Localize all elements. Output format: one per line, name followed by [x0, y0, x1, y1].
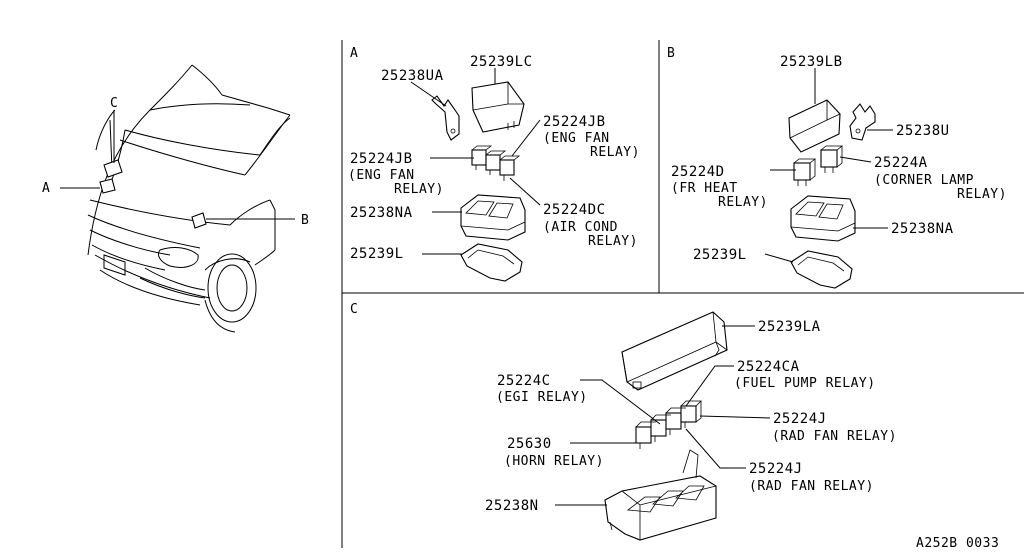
label-b-relay-right-l2: RELAY)	[957, 187, 1007, 202]
panel-b-leaders	[764, 68, 893, 263]
panel-b: B	[667, 46, 1007, 289]
label-b-cover: 25239LB	[780, 54, 843, 70]
bracket-part	[431, 95, 460, 141]
label-a-relay-right-l2: RELAY)	[590, 145, 640, 160]
callout-a: A	[42, 181, 50, 196]
label-c-rad2-l1: (RAD FAN RELAY)	[749, 479, 874, 494]
panel-b-letter: B	[667, 46, 675, 61]
cover-part	[788, 99, 841, 153]
relay-cluster-part	[635, 400, 702, 449]
label-a-relay-right-l1: (ENG FAN	[543, 131, 610, 146]
label-c-rad2-num: 25224J	[749, 461, 803, 477]
vehicle-illustration	[87, 64, 291, 333]
label-a-relay-right-num: 25224JB	[543, 114, 606, 130]
label-a-base: 25239L	[350, 246, 404, 262]
vehicle-callouts: C A B	[42, 96, 309, 228]
block-part	[460, 194, 526, 241]
panel-frame	[341, 40, 1024, 548]
label-a-relay-left-l2: RELAY)	[394, 182, 444, 197]
label-c-rad1-l1: (RAD FAN RELAY)	[772, 429, 897, 444]
label-c-cover: 25239LA	[758, 319, 821, 335]
panel-c: C	[350, 302, 897, 541]
label-c-horn-l1: (HORN RELAY)	[504, 454, 604, 469]
cover-part	[471, 81, 525, 133]
relay-left-part	[793, 158, 817, 186]
cover-part	[621, 311, 728, 391]
block-part	[790, 195, 856, 242]
panel-a: A	[348, 46, 640, 282]
label-c-fuel-num: 25224CA	[737, 359, 800, 375]
label-a-relay-left-l1: (ENG FAN	[348, 168, 415, 183]
label-c-horn-num: 25630	[507, 436, 552, 452]
label-b-relay-right-num: 25224A	[874, 155, 928, 171]
label-a-bracket: 25238UA	[381, 68, 444, 84]
bracket-part	[849, 103, 876, 141]
label-c-fuel-l1: (FUEL PUMP RELAY)	[734, 376, 876, 391]
callout-b: B	[301, 213, 309, 228]
base-part	[790, 250, 853, 289]
label-a-relay-ac-l2: RELAY)	[588, 234, 638, 249]
label-b-relay-left-l2: RELAY)	[718, 195, 768, 210]
label-c-block: 25238N	[485, 498, 539, 514]
label-c-egi-num: 25224C	[497, 373, 551, 389]
label-c-rad1-num: 25224J	[773, 411, 827, 427]
label-b-relay-left-num: 25224D	[671, 164, 725, 180]
panel-c-leaders	[555, 325, 771, 506]
label-a-relay-ac-l1: (AIR COND	[543, 220, 618, 235]
label-b-base: 25239L	[693, 247, 747, 263]
relay-pair-part	[471, 145, 521, 181]
label-b-block: 25238NA	[891, 221, 954, 237]
label-a-cover: 25239LC	[470, 54, 533, 70]
label-b-bracket: 25238U	[896, 123, 950, 139]
label-a-relay-left-num: 25224JB	[350, 151, 413, 167]
label-a-block: 25238NA	[350, 205, 413, 221]
block-part	[604, 449, 717, 541]
label-b-relay-right-l1: (CORNER LAMP	[874, 173, 974, 188]
panel-a-letter: A	[350, 46, 358, 61]
diagram-code: A252B 0033	[916, 536, 999, 551]
panel-a-leaders	[410, 68, 541, 255]
label-c-egi-l1: (EGI RELAY)	[496, 390, 588, 405]
label-b-relay-left-l1: (FR HEAT	[671, 181, 738, 196]
relay-right-part	[820, 145, 844, 173]
label-a-relay-ac-num: 25224DC	[543, 202, 606, 218]
panel-c-letter: C	[350, 302, 358, 317]
base-part	[460, 243, 523, 282]
callout-c: C	[110, 96, 118, 111]
